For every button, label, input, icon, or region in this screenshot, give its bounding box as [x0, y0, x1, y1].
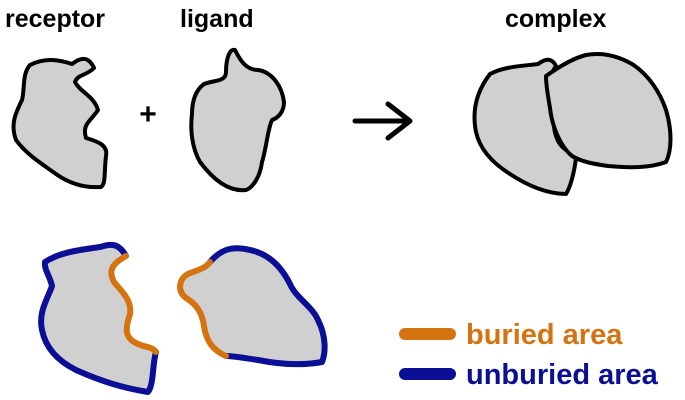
buried-ligand-edge	[177, 259, 229, 359]
unburied-receptor-edge	[38, 241, 159, 395]
complex-label: complex	[505, 5, 607, 33]
complex-ligand-shape	[544, 52, 673, 170]
receptor-label: receptor	[5, 5, 105, 33]
legend-unburied-label: unburied area	[466, 359, 659, 391]
plus-sign: +	[139, 98, 157, 131]
legend-buried-label: buried area	[466, 319, 623, 351]
buried-ligand-shape	[180, 248, 325, 365]
buried-receptor-edge	[108, 253, 159, 355]
ligand-label: ligand	[180, 5, 254, 33]
ligand-shape	[189, 47, 286, 193]
unburied-ligand-edge	[207, 245, 328, 368]
buried-receptor-shape	[41, 244, 156, 392]
arrow-head	[385, 101, 413, 141]
receptor-shape	[11, 56, 109, 190]
